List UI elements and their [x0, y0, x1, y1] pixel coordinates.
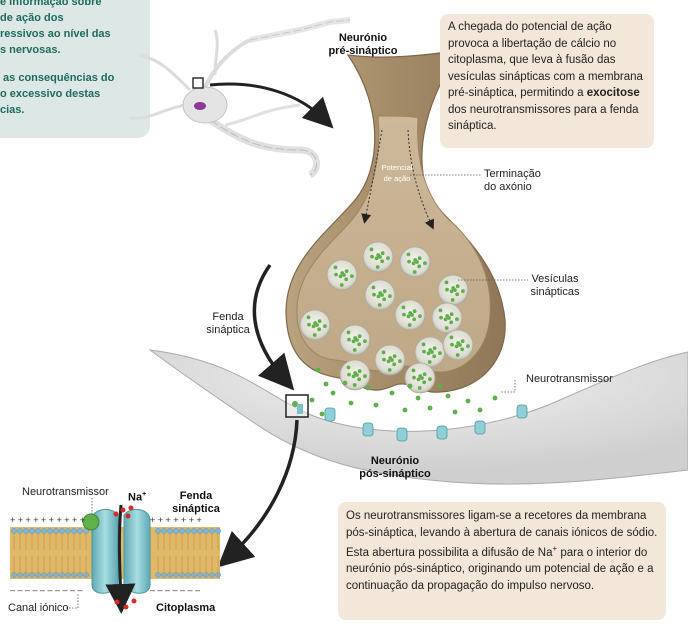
vesicles-label-line2: sinápticas	[530, 286, 580, 298]
released-neurotransmitter	[373, 402, 379, 408]
binding-text: Os neurotransmissores ligam-se a recetor…	[346, 508, 660, 594]
intro-box: e informação sobre de ação dos ressivos …	[0, 0, 150, 138]
inset-na-sup: +	[142, 491, 147, 498]
released-neurotransmitter	[477, 407, 483, 413]
released-neurotransmitter	[452, 409, 458, 415]
released-neurotransmitter	[315, 367, 321, 373]
synaptic-vesicle	[374, 344, 406, 376]
binding-text-after: para o interior do neurónio pós-sináptic…	[346, 546, 654, 592]
intro-line-2: de ação dos	[0, 12, 64, 24]
receptor	[474, 420, 486, 435]
post-neuron-label-line1: Neurónio	[370, 455, 420, 467]
svg-text:+ + + + + + + + + +: + + + + + + + + + +	[10, 515, 85, 525]
vesicles-label-line1: Vesículas	[531, 273, 579, 285]
inset-na-text: Na	[128, 491, 143, 504]
intro-line-6: o excessivo destas	[0, 88, 101, 100]
binding-box: Os neurotransmissores ligam-se a recetor…	[338, 502, 666, 620]
synaptic-vesicle	[414, 336, 446, 368]
receptor	[516, 404, 528, 419]
inset-ion-channel-label: Canal iónico	[8, 602, 69, 614]
pre-neuron-label-line2: pré-sináptico	[328, 45, 398, 57]
released-neurotransmitter	[323, 381, 329, 387]
cleft-label-line1: Fenda	[212, 311, 244, 323]
pre-neuron-label-line1: Neurónio	[338, 32, 388, 44]
released-neurotransmitter	[330, 390, 336, 396]
axon-terminal-label: Terminação do axónio	[484, 168, 541, 194]
released-neurotransmitter	[437, 383, 443, 389]
released-neurotransmitter	[365, 385, 371, 391]
axon-terminal-label-line1: Terminação	[484, 168, 541, 180]
svg-text:– – – – – – – – – –: – – – – – – – – – –	[10, 585, 83, 595]
inset-membrane: + + + + + + + + + + + + + + + + + – – – …	[10, 498, 221, 614]
released-neurotransmitter	[389, 390, 395, 396]
vesicles-label: Vesículas sinápticas	[520, 273, 590, 299]
zoom-arrow	[209, 82, 334, 129]
synaptic-vesicle	[442, 329, 474, 361]
leader-neurotransmitter	[500, 380, 516, 393]
action-potential-label-line1: Potencial	[381, 163, 413, 172]
inset-cytoplasm-label: Citoplasma	[156, 602, 216, 614]
synaptic-vesicle	[437, 274, 469, 306]
intro-line-7: cias.	[0, 104, 25, 116]
synaptic-vesicle	[339, 324, 371, 356]
axon-terminal-label-line2: do axónio	[484, 181, 532, 193]
released-neurotransmitter	[402, 407, 408, 413]
neurotransmitter-label: Neurotransmissor	[526, 373, 613, 385]
binding-sup: +	[552, 544, 558, 553]
synaptic-vesicle	[399, 246, 431, 278]
released-neurotransmitter	[445, 393, 451, 399]
receptor	[324, 407, 336, 422]
inset-arrow	[217, 419, 299, 568]
synaptic-vesicle	[394, 299, 426, 331]
post-neuron-label: Neurónio pós-sináptico	[350, 455, 440, 481]
receptor	[362, 422, 374, 437]
synaptic-vesicle	[326, 259, 358, 291]
intro-line-1: e informação sobre	[0, 0, 102, 8]
neuron-drawing-icon	[129, 17, 351, 179]
post-neuron-label-line2: pós-sináptico	[359, 468, 431, 480]
action-potential-arrow	[407, 129, 435, 230]
exocytosis-bold: exocitose	[586, 87, 640, 99]
svg-text:+ + + + + + +: + + + + + + +	[150, 515, 202, 525]
cleft-label-line2: sináptica	[206, 324, 250, 336]
inset-na-label: Na+	[128, 488, 146, 505]
released-neurotransmitter	[348, 400, 354, 406]
receptor	[396, 427, 408, 442]
synaptic-vesicle	[404, 362, 436, 394]
pre-neuron-label: Neurónio pré-sináptico	[318, 32, 408, 58]
cleft-label: Fenda sináptica	[198, 311, 258, 337]
synaptic-vesicle	[431, 302, 463, 334]
released-neurotransmitter	[492, 395, 498, 401]
action-potential-label: Potencial de ação	[372, 162, 422, 184]
action-potential-label-line2: de ação	[383, 174, 411, 183]
synaptic-vesicle	[299, 309, 331, 341]
receptor	[436, 425, 448, 440]
synaptic-vesicle	[362, 241, 394, 273]
released-neurotransmitter	[407, 383, 413, 389]
released-neurotransmitter	[415, 395, 421, 401]
post-synaptic-neuron	[148, 349, 688, 485]
exocytosis-text: A chegada do potencial de ação provoca a…	[448, 19, 650, 135]
svg-text:– – – – – – –: – – – – – – –	[150, 585, 200, 595]
exocytosis-text-after: dos neurotransmissores para a fenda siná…	[448, 103, 639, 133]
intro-line-3: ressivos ao nível das	[0, 28, 111, 40]
inset-neurotransmitter-label: Neurotransmissor	[22, 486, 109, 498]
released-neurotransmitter	[319, 411, 325, 417]
intro-line-4: s nervosas.	[0, 44, 61, 56]
exocytosis-text-before: A chegada do potencial de ação provoca a…	[448, 21, 643, 99]
synaptic-vesicle	[339, 359, 371, 391]
inset-cleft-label-line2: sináptica	[172, 503, 220, 515]
synaptic-vesicle	[364, 279, 396, 311]
intro-line-5: as consequências do	[0, 72, 115, 84]
released-neurotransmitter	[309, 397, 315, 403]
inset-cleft-label: Fenda sináptica	[166, 490, 226, 516]
cleft-arrow	[252, 263, 295, 391]
released-neurotransmitter	[427, 405, 433, 411]
released-neurotransmitter	[342, 380, 348, 386]
exocytosis-box: A chegada do potencial de ação provoca a…	[440, 14, 654, 148]
inset-cleft-label-line1: Fenda	[179, 490, 213, 502]
binding-text-before: Os neurotransmissores ligam-se a recetor…	[346, 510, 658, 559]
released-neurotransmitter	[465, 398, 471, 404]
